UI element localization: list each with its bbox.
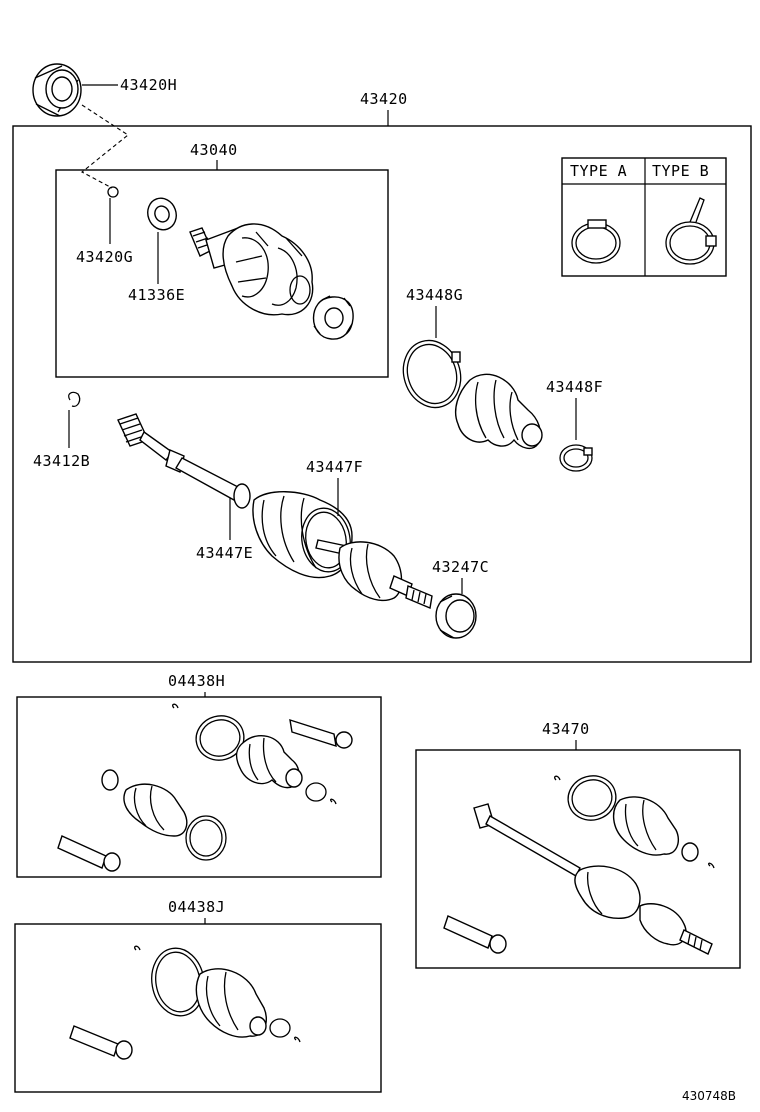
label-43420h: 43420H (120, 76, 177, 94)
label-43470: 43470 (542, 720, 590, 738)
boot-kit-04438j-parts (69, 945, 301, 1060)
clamp-type-b-icon (665, 197, 717, 265)
boot-kit-box-04438h (16, 696, 382, 878)
label-04438j: 04438J (168, 898, 225, 916)
figure-id: 430748B (682, 1089, 736, 1103)
clamp-type-inset: TYPE A TYPE B (561, 157, 727, 277)
label-43448g: 43448G (406, 286, 463, 304)
type-a-label: TYPE A (570, 162, 627, 180)
label-41336e: 41336E (128, 286, 185, 304)
label-43420g: 43420G (76, 248, 133, 266)
clamp-type-a-icon (571, 219, 621, 264)
label-43447e: 43447E (196, 544, 253, 562)
inboard-joint-assembly (252, 491, 433, 609)
assembly-box-43420 (12, 125, 752, 663)
snap-ring-43412b (68, 391, 81, 448)
boot-kit-04438h-parts (57, 703, 353, 872)
boot-clamp-43448f (559, 444, 593, 472)
bearing-43420h (32, 63, 118, 117)
outboard-boot (454, 373, 543, 450)
boot-clamp-43448g (402, 339, 462, 409)
dust-seal-43247c (435, 593, 477, 639)
type-b-label: TYPE B (652, 162, 709, 180)
label-43447f: 43447F (306, 458, 363, 476)
label-04438h: 04438H (168, 672, 225, 690)
label-43448f: 43448F (546, 378, 603, 396)
label-43412b: 43412B (33, 452, 90, 470)
circlip-43420g (107, 186, 119, 198)
inner-race (312, 295, 354, 340)
boot-kit-box-04438j (14, 923, 382, 1093)
drive-shaft (117, 413, 251, 509)
outboard-cv-joint (189, 223, 314, 316)
label-43420: 43420 (360, 90, 408, 108)
label-43247c: 43247C (432, 558, 489, 576)
label-43040: 43040 (190, 141, 238, 159)
washer-41336e (147, 197, 177, 284)
shaft-kit-box-43470 (415, 749, 741, 969)
outboard-joint-box-43040 (55, 169, 389, 378)
shaft-kit-43470-parts (443, 775, 715, 955)
bearing-dashed-leader (81, 104, 129, 189)
